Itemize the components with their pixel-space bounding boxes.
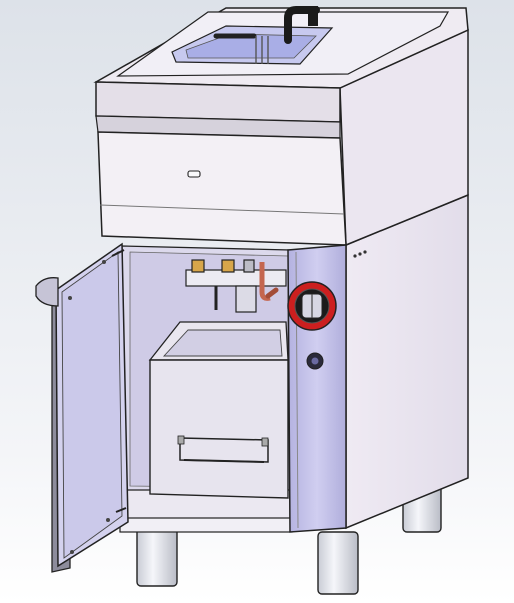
burner-cup-3	[243, 259, 255, 273]
open-door	[51, 242, 129, 573]
indicator-slot	[187, 170, 201, 178]
manifold-valve	[235, 285, 257, 313]
leg-front-left	[136, 527, 178, 587]
drawer-handle-grip	[183, 459, 265, 463]
copper-pipe-end	[265, 287, 279, 299]
door-screws	[68, 260, 110, 554]
knob-icon[interactable]	[287, 281, 337, 331]
well-pipe-black-2	[308, 6, 318, 26]
side-bracket	[35, 277, 59, 307]
thermostat-probes	[255, 36, 269, 64]
drawer-top-inner	[162, 329, 283, 357]
door-inner-face	[61, 251, 123, 559]
well-pipe-black	[284, 6, 320, 44]
cabinet-side	[345, 193, 469, 530]
leg-front-right	[317, 531, 359, 595]
button-icon[interactable]	[306, 352, 324, 370]
top-counter-front	[95, 81, 341, 123]
drawer-handle-mount-right	[261, 437, 269, 447]
drawer-handle-mount-left	[177, 435, 185, 445]
oil-drawer	[148, 321, 289, 499]
burner-cup-1	[191, 259, 205, 273]
panel-crease	[99, 204, 345, 215]
door-hinge-top	[111, 249, 125, 257]
burner-cup-2	[221, 259, 235, 273]
drawer-front	[149, 359, 289, 499]
front-control-panel	[97, 131, 347, 246]
drawer-handle	[179, 437, 269, 463]
cabinet-plinth	[119, 517, 293, 533]
door-hinge-bottom	[115, 507, 127, 513]
